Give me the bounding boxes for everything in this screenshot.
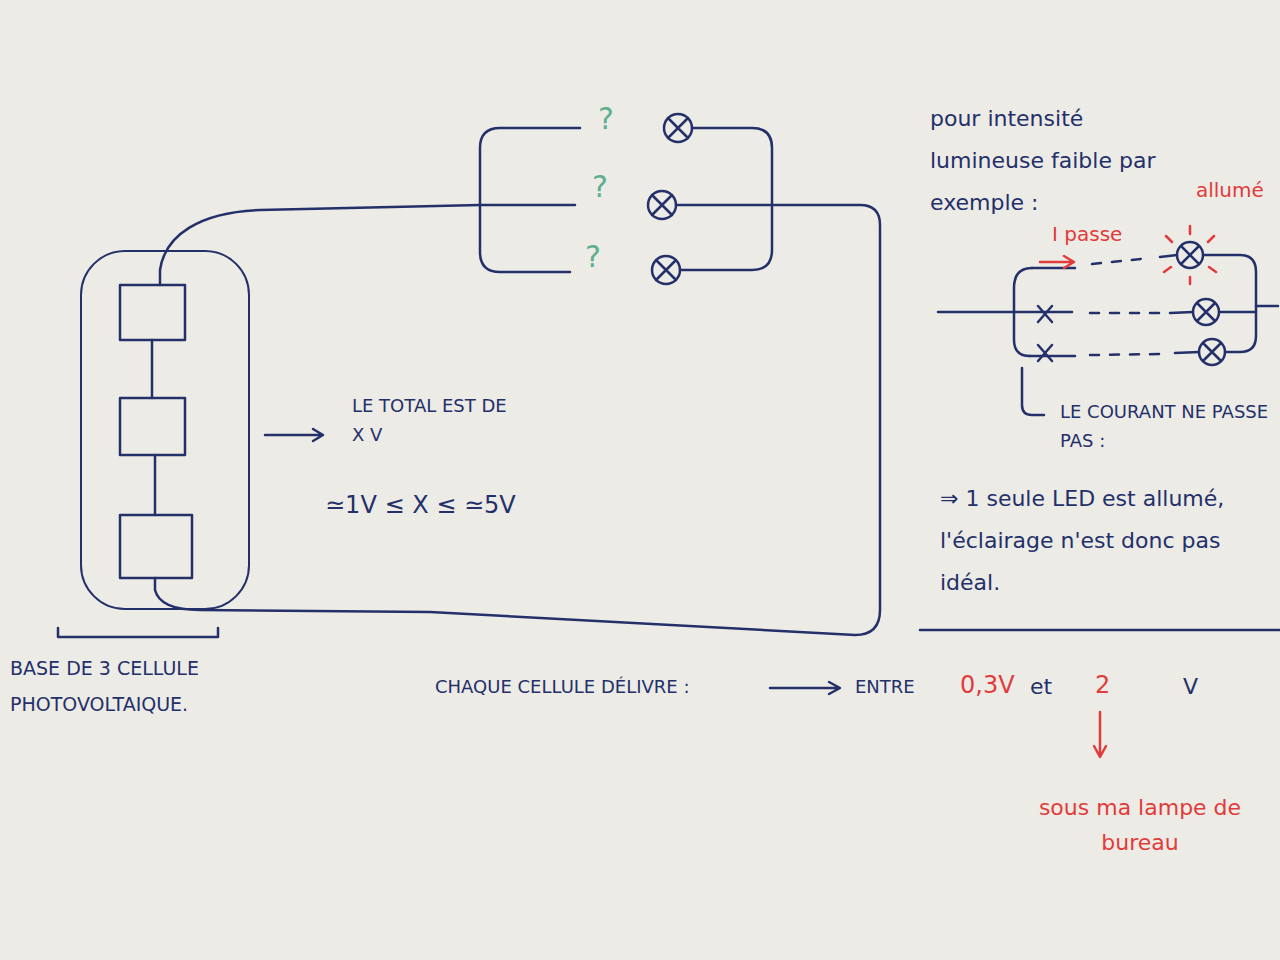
small-circuit — [938, 242, 1278, 415]
cell-enclosure: BASE DE 3 CELLULE PHOTOVOLTAIQUE. — [80, 250, 250, 610]
conclusion-note: ⇒ 1 seule LED est allumé, l'éclairage n'… — [940, 478, 1240, 603]
voltage-range: ≃1V ≤ X ≤ ≃5V — [325, 490, 516, 520]
bracket — [58, 628, 218, 637]
range-word: et — [1030, 673, 1052, 701]
question-mark: ? — [585, 238, 601, 276]
measure-note: sous ma lampe de bureau — [1020, 790, 1260, 860]
arrow — [770, 682, 840, 694]
voltage-value: 0,3V — [960, 670, 1015, 700]
lamp-symbols — [648, 114, 692, 284]
base-heading: BASE DE 3 CELLULE PHOTOVOLTAIQUE. — [10, 650, 210, 722]
unit: V — [1183, 673, 1198, 701]
arrow — [265, 429, 323, 441]
condition-note: pour intensité lumineuse faible par exem… — [930, 98, 1160, 223]
cell-symbols — [120, 285, 192, 578]
arrow — [1094, 712, 1106, 757]
lamp-state: allumé — [1196, 178, 1264, 203]
current-label: I passe — [1052, 222, 1122, 247]
question-mark: ? — [592, 168, 608, 206]
separator-line — [920, 629, 1280, 632]
wires — [155, 128, 880, 635]
range-word: ENTRE — [855, 676, 915, 699]
cell-output-note: CHAQUE CELLULE DÉLIVRE : — [435, 676, 690, 699]
voltage-value: 2 — [1095, 670, 1110, 700]
question-mark: ? — [598, 100, 614, 138]
total-note: LE TOTAL EST DE X V — [352, 392, 522, 450]
current-note: LE COURANT NE PASSE PAS : — [1060, 398, 1270, 456]
